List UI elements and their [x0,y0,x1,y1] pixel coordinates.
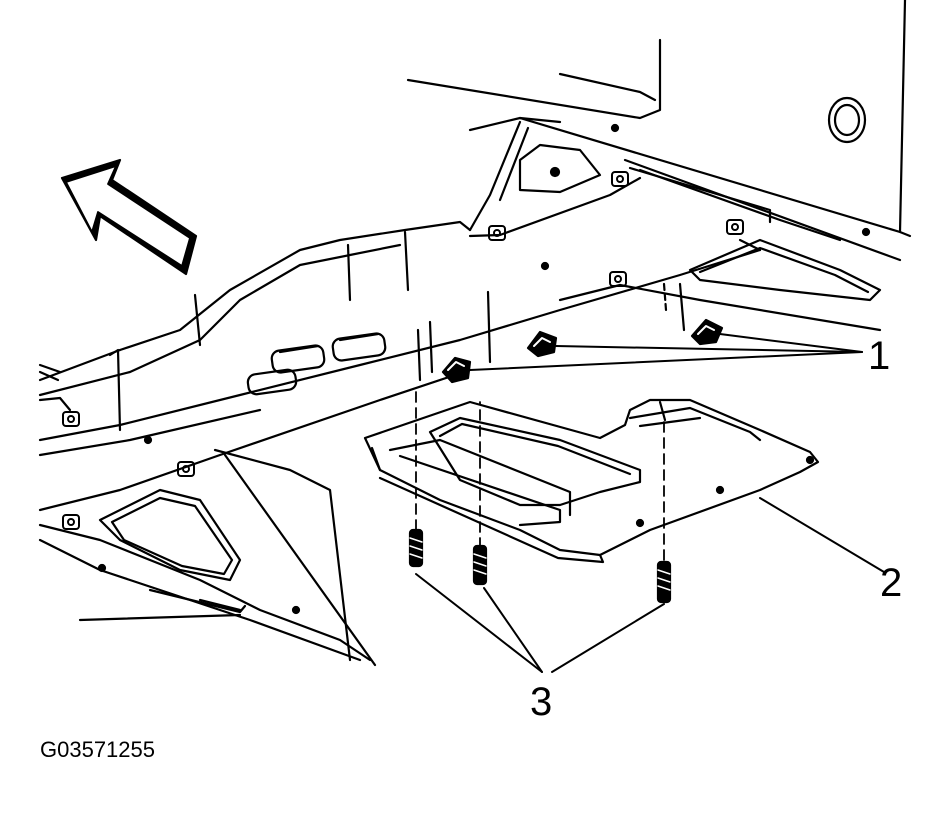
nut-icon [177,461,195,477]
lower-rocker [38,261,550,667]
floor-pockets [246,332,387,396]
nut-icon [609,271,627,287]
bolts [408,389,672,604]
nut-icon [62,514,80,530]
forward-arrow-icon [60,158,198,276]
bolt-icon [408,528,424,568]
callout-label-3: 3 [530,680,553,724]
clip-icon [526,330,558,358]
callout-1-leaders [469,333,863,371]
callout-3-leaders [415,573,665,673]
nut-icon [611,171,629,187]
nut-icon [726,219,744,235]
underbody-shield [363,398,820,564]
callout-label-1: 1 [868,334,891,378]
callout-label-2: 2 [880,561,903,605]
clip-icon [690,318,724,346]
right-bracket [558,238,882,332]
figure-id: G03571255 [40,737,155,762]
bolt-icon [472,544,488,586]
retainer-clips [416,282,724,384]
nut-icon [62,411,80,427]
weld-nuts [62,171,744,530]
nut-icon [488,225,506,241]
bolt-icon [656,560,672,604]
frame-rail [38,120,842,457]
callout-2-leader [759,497,885,573]
floor-pan [406,0,912,262]
